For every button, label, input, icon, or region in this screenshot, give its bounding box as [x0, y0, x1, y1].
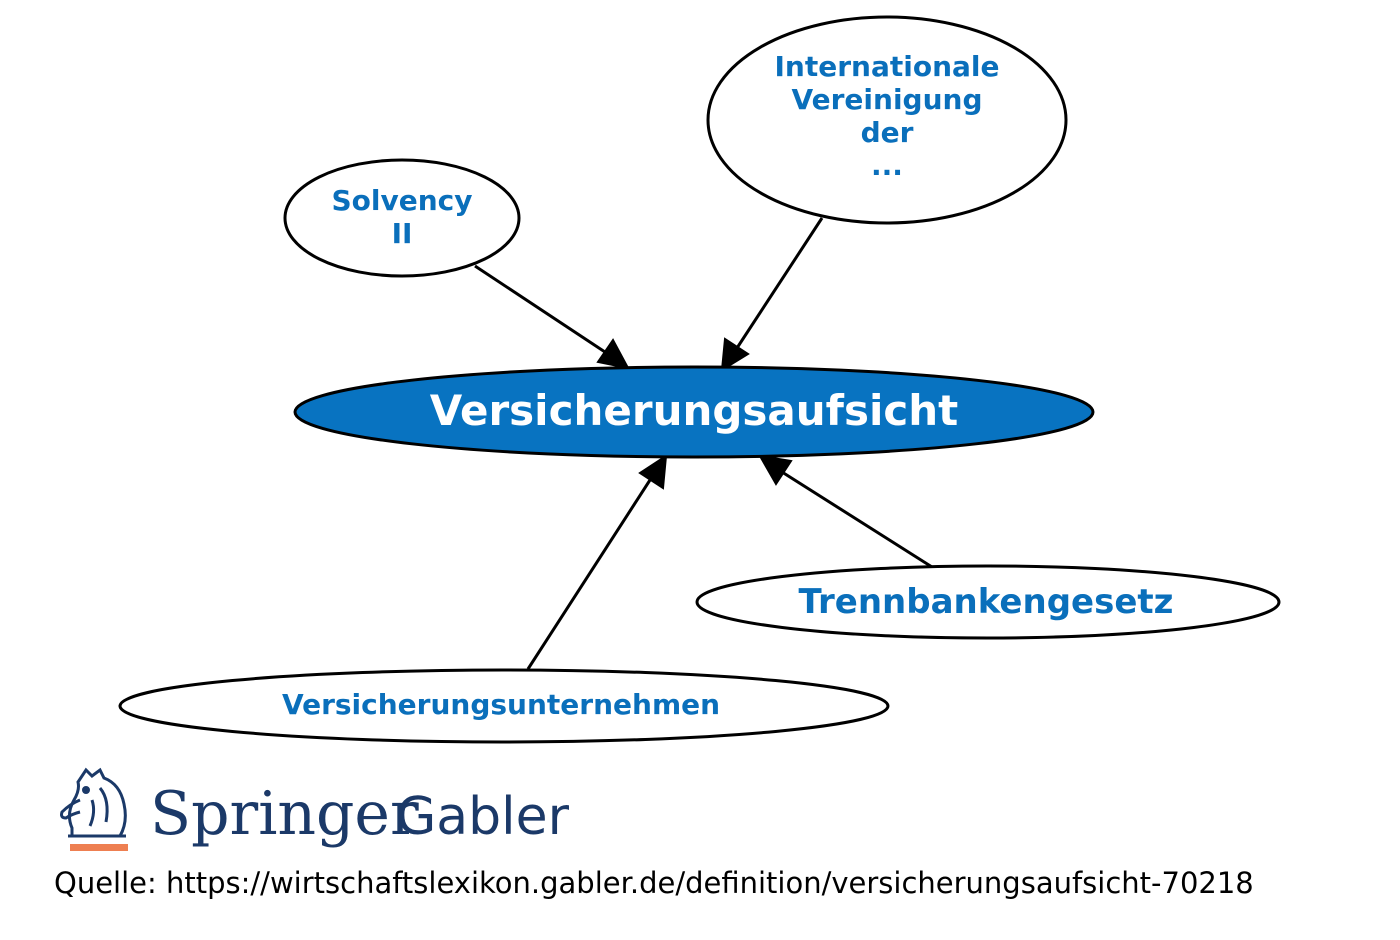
node-solvency-ii[interactable]: Solvency II — [283, 158, 521, 278]
central-node-label: Versicherungsaufsicht — [430, 386, 958, 435]
springer-gabler-logo: Springer Gabler — [60, 767, 570, 851]
edge-trennbank-to-central — [758, 454, 933, 569]
node-versicherungsunternehmen[interactable]: Versicherungsunternehmen — [118, 668, 890, 744]
edge-solvency-to-central — [474, 264, 630, 370]
central-node[interactable]: Versicherungsaufsicht — [293, 365, 1095, 459]
node-trennbankengesetz[interactable]: Trennbankengesetz — [695, 564, 1281, 640]
edge-international-to-central — [720, 217, 824, 372]
node-versicherungsunternehmen-label: Versicherungsunternehmen — [282, 688, 720, 721]
logo-brand-text: Springer — [150, 779, 419, 849]
edges — [474, 217, 933, 670]
node-internationale-line-4: ... — [871, 149, 903, 182]
node-internationale-line-1: Internationale — [775, 50, 1000, 83]
logo-accent-bar — [70, 844, 128, 851]
node-solvency-ii-line-2: II — [392, 217, 413, 250]
edge-versunternehmen-to-central — [526, 454, 668, 670]
node-internationale-line-3: der — [861, 116, 914, 149]
node-internationale-line-2: Vereinigung — [791, 83, 982, 116]
node-trennbankengesetz-label: Trennbankengesetz — [799, 582, 1174, 622]
source-citation: Quelle: https://wirtschaftslexikon.gable… — [54, 866, 1254, 900]
node-solvency-ii-line-1: Solvency — [331, 184, 472, 217]
logo-sub-text: Gabler — [396, 787, 570, 847]
node-internationale-vereinigung[interactable]: Internationale Vereinigung der ... — [706, 15, 1068, 225]
knight-chess-horse-icon — [60, 767, 127, 838]
